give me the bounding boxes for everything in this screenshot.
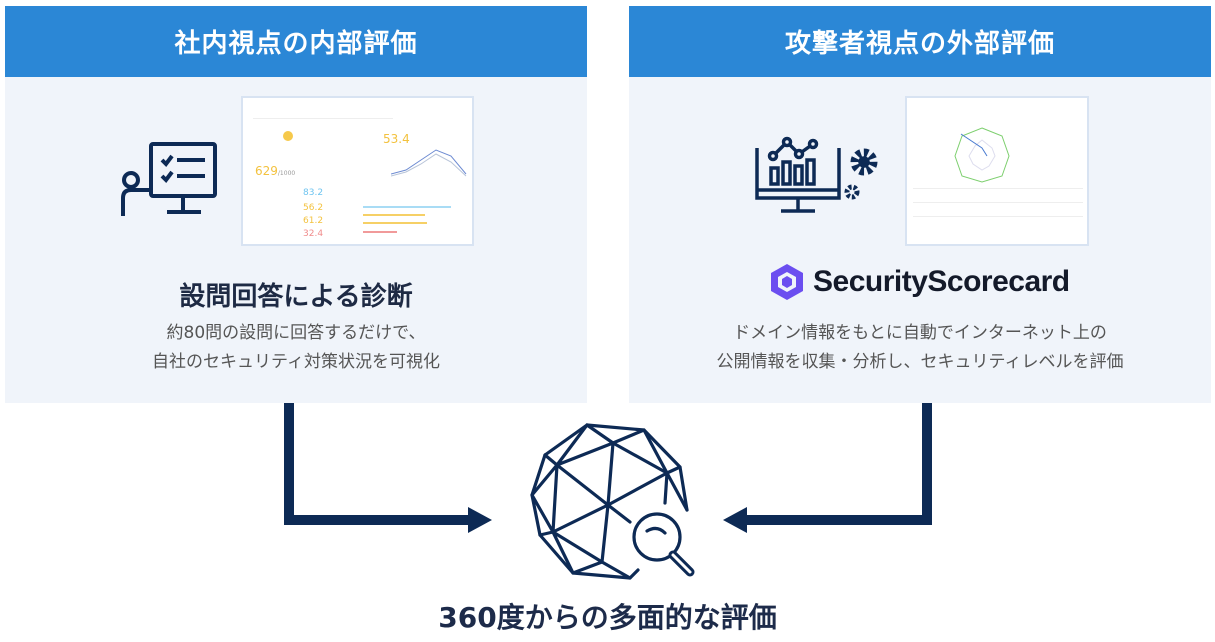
securityscorecard-logo: SecurityScorecard	[767, 262, 1070, 302]
person-at-computer-checklist-icon	[121, 142, 217, 216]
globe-magnifier-icon	[530, 423, 695, 580]
external-description: ドメイン情報をもとに自動でインターネット上の 公開情報を収集・分析し、セキュリテ…	[716, 323, 1124, 372]
monitor-analytics-gears-icon	[755, 136, 878, 213]
internal-evaluation-panel: 社内視点の内部評価 53.4 629/1000 83.2 56.2 61.2 3…	[5, 6, 587, 403]
center-label: 360度からの多面的な評価	[438, 601, 777, 634]
external-evaluation-panel: 攻撃者視点の外部評価 SecurityScorecard ドメイン情報をもとに自…	[629, 6, 1211, 403]
panel-header: 社内視点の内部評価	[5, 6, 587, 77]
internal-description: 約80問の設問に回答するだけで、 自社のセキュリティ対策状況を可視化	[152, 323, 440, 372]
panel-header: 攻撃者視点の外部評価	[629, 6, 1211, 77]
assessment-screenshot-thumbnail: 53.4 629/1000 83.2 56.2 61.2 32.4	[241, 96, 474, 246]
securityscorecard-hex-icon	[771, 264, 803, 300]
internal-subtitle: 設問回答による診断	[179, 282, 413, 312]
scorecard-screenshot-thumbnail	[905, 96, 1089, 246]
